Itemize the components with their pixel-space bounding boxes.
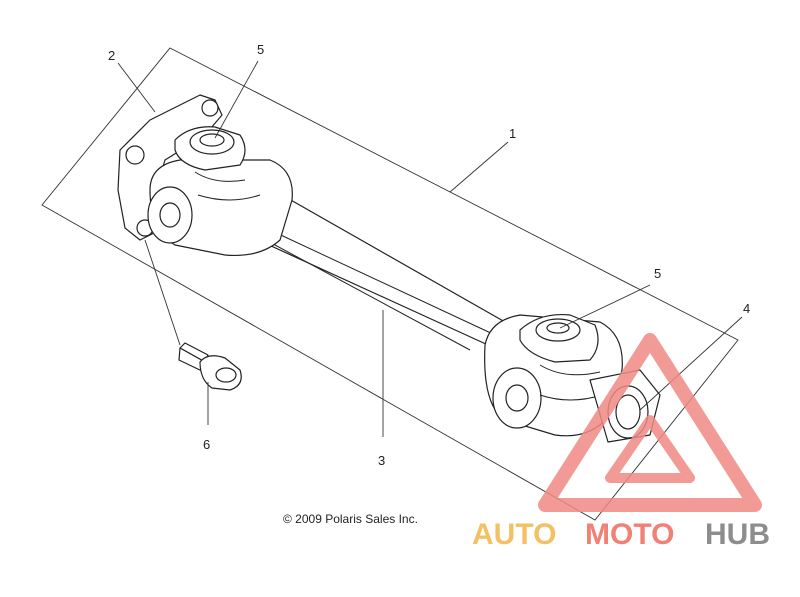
- callout-5-left: 5: [257, 42, 264, 57]
- leader-2: [117, 62, 156, 113]
- drive-shaft-tube: [257, 194, 506, 351]
- watermark-hub: HUB: [705, 518, 770, 551]
- leader-bolt-to-flange: [144, 239, 181, 346]
- callout-1: 1: [509, 126, 516, 141]
- callout-5-right: 5: [654, 266, 661, 281]
- leader-5a: [214, 60, 259, 139]
- callout-2: 2: [108, 48, 115, 63]
- callout-3: 3: [378, 453, 385, 468]
- watermark-moto: MOTO: [585, 518, 674, 551]
- bolt: [178, 342, 242, 391]
- automotohub-watermark: AUTO MOTO HUB: [472, 333, 770, 551]
- universal-joint-left: [147, 126, 293, 257]
- leader-1: [449, 141, 509, 193]
- watermark-triangle-icon: [538, 333, 762, 512]
- leader-4: [639, 316, 743, 411]
- copyright-text: © 2009 Polaris Sales Inc.: [283, 512, 418, 526]
- callout-6: 6: [203, 437, 210, 452]
- universal-joint-right: [484, 313, 623, 437]
- watermark-auto: AUTO: [472, 518, 556, 551]
- callout-4: 4: [743, 301, 750, 316]
- leader-5b: [559, 284, 651, 329]
- assembly-outline: [41, 47, 739, 521]
